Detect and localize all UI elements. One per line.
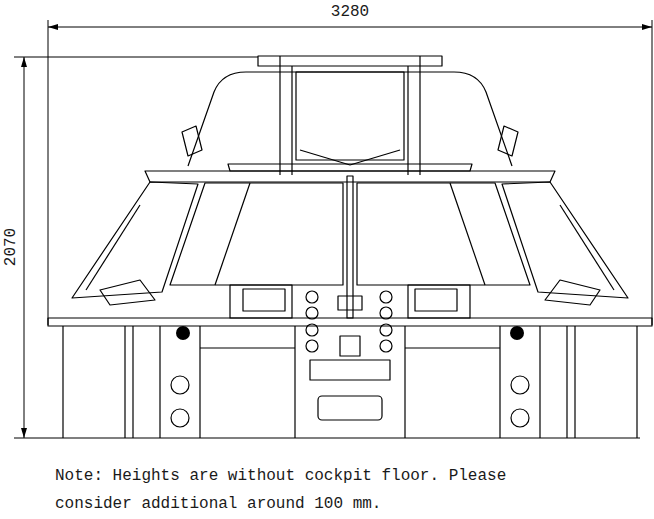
dimension-arrows: [21, 24, 652, 438]
line-art: [499, 326, 500, 438]
line-art: [404, 326, 405, 438]
line-art: [86, 205, 140, 290]
line-art: [502, 182, 628, 298]
line-art: [350, 150, 400, 165]
line-art: [296, 72, 404, 160]
line-art: [159, 326, 160, 438]
line-art: [306, 307, 318, 319]
line-art: [405, 347, 500, 348]
line-art: [215, 183, 250, 285]
line-art: [419, 56, 420, 175]
line-art: [574, 326, 575, 438]
line-art: [21, 57, 27, 67]
line-art: [310, 360, 390, 380]
line-art: [539, 326, 540, 438]
line-art: [132, 326, 133, 438]
dimension-lines: [14, 20, 652, 438]
line-art: [636, 326, 637, 438]
line-art: [72, 182, 198, 298]
line-art: [408, 285, 470, 318]
line-art: [338, 296, 362, 310]
line-art: [100, 280, 155, 305]
line-art: [652, 20, 653, 325]
line-art: [230, 285, 292, 318]
line-art: [380, 340, 392, 352]
line-art: [14, 438, 60, 439]
line-art: [306, 340, 318, 352]
line-art: [510, 326, 524, 340]
cockpit-outline: [48, 56, 652, 438]
line-art: [48, 24, 58, 30]
line-art: [357, 183, 530, 285]
line-art: [60, 437, 640, 438]
line-art: [294, 326, 295, 438]
line-art: [511, 409, 529, 427]
line-art: [380, 307, 392, 319]
line-art: [415, 289, 457, 311]
line-art: [199, 326, 200, 438]
dimension-width: 3280: [331, 3, 369, 21]
line-art: [642, 24, 652, 30]
note-text: Note: Heights are without cockpit floor.…: [55, 462, 535, 518]
line-art: [62, 326, 63, 438]
line-art: [48, 318, 652, 326]
line-art: [340, 336, 360, 356]
line-art: [407, 66, 408, 175]
line-art: [182, 126, 202, 156]
dimension-height: 2070: [2, 228, 20, 266]
line-art: [48, 27, 652, 28]
line-art: [318, 396, 382, 420]
line-art: [300, 150, 350, 165]
line-art: [228, 164, 472, 171]
line-art: [545, 280, 600, 305]
line-art: [24, 57, 25, 438]
line-art: [560, 205, 614, 290]
knobs: [176, 326, 524, 340]
line-art: [306, 291, 318, 303]
line-art: [450, 183, 485, 285]
line-art: [511, 376, 529, 394]
line-art: [291, 66, 292, 175]
line-art: [243, 289, 285, 311]
line-art: [21, 428, 27, 438]
line-art: [347, 176, 353, 318]
line-art: [200, 347, 295, 348]
line-art: [380, 291, 392, 303]
line-art: [188, 72, 512, 166]
line-art: [171, 376, 189, 394]
line-art: [124, 326, 125, 438]
line-art: [170, 183, 343, 285]
line-art: [498, 126, 518, 156]
line-art: [566, 326, 567, 438]
line-art: [279, 56, 280, 175]
line-art: [171, 409, 189, 427]
line-art: [48, 20, 49, 325]
line-art: [258, 56, 442, 66]
line-art: [176, 326, 190, 340]
line-art: [14, 57, 258, 58]
